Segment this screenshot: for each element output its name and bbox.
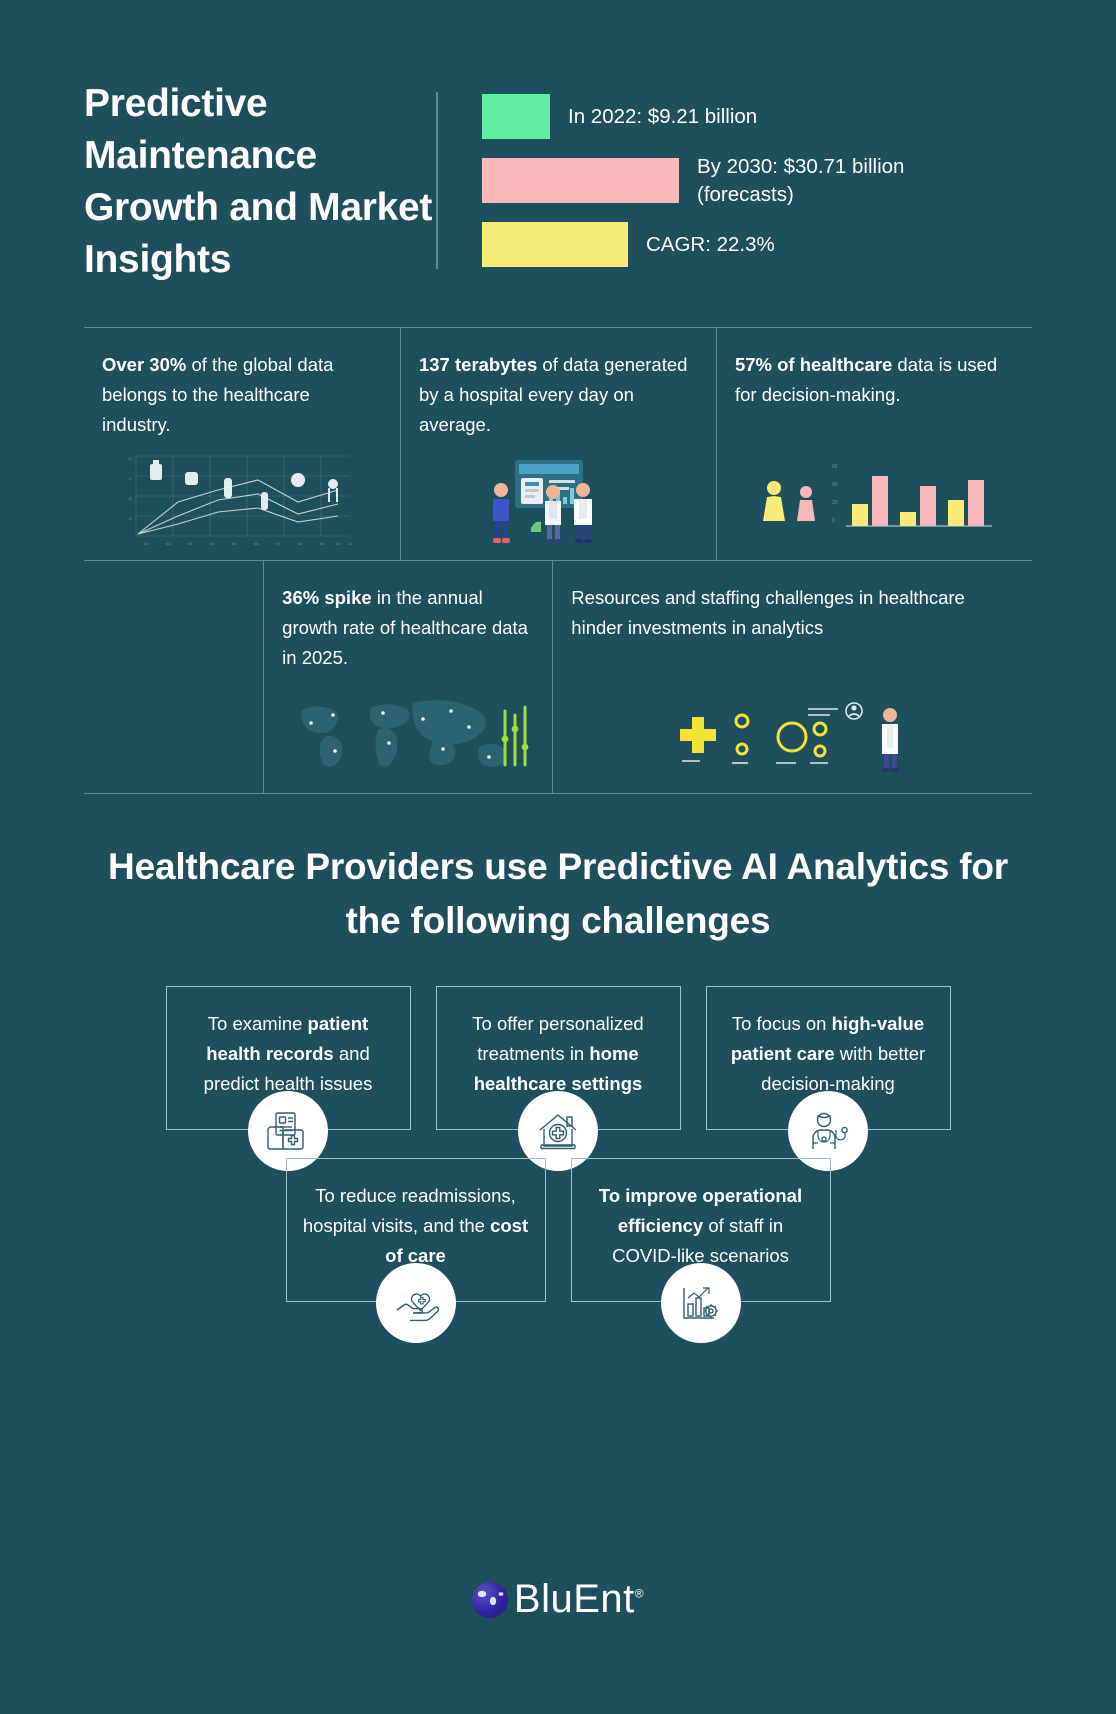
challenge-card-patient-records[interactable]: To examine patient health records and pr…	[165, 985, 411, 1171]
patient-records-icon	[248, 1090, 328, 1171]
statistics-grid: Over 30% of the global data belongs to t…	[84, 327, 1032, 795]
stat-highlight: 57% of healthcare	[734, 354, 893, 376]
card-text-bold: To improve operational efficiency	[598, 1184, 803, 1237]
svg-text:A: A	[129, 516, 132, 521]
stat-highlight: 137 terabytes	[418, 354, 538, 376]
stat-rest: Resources and staffing challenges in hea…	[571, 587, 965, 639]
svg-text:10: 10	[336, 541, 341, 546]
svg-text:11: 11	[348, 541, 353, 546]
challenge-card-operational-efficiency[interactable]: To improve operational efficiency of sta…	[570, 1157, 831, 1344]
stat-highlight: 36% spike	[282, 587, 372, 609]
card-text: To examine patient health records and pr…	[183, 1009, 394, 1099]
stat-rest: of the global data belongs to the health…	[102, 354, 334, 436]
stat-rest: of data generated by a hospital every da…	[418, 354, 688, 436]
footer-logo: BluEnt®	[0, 1577, 1116, 1622]
globe-icon	[471, 1581, 508, 1618]
card-text-part: To offer personalized treatments in	[472, 1012, 644, 1064]
svg-text:04: 04	[210, 541, 215, 546]
card-text-bold: cost of care	[385, 1215, 529, 1267]
legend-label-2022: In 2022: $9.21 billion	[568, 104, 758, 128]
legend-row: By 2030: $30.71 billion (forecasts)	[482, 153, 1116, 208]
svg-text:C: C	[129, 476, 132, 481]
card-text-bold: patient health records	[206, 1012, 369, 1064]
market-legend-chart: In 2022: $9.21 billion By 2030: $30.71 b…	[438, 78, 1116, 268]
challenge-cards-row-1: To examine patient health records and pr…	[0, 985, 1116, 1171]
card-text-part: To reduce readmissions, hospital visits,…	[302, 1184, 516, 1237]
header-divider	[436, 92, 438, 270]
stat-text: 137 terabytes of data generated by a hos…	[419, 350, 698, 440]
caring-hand-icon	[375, 1263, 456, 1344]
legend-row: In 2022: $9.21 billion	[482, 94, 1116, 139]
legend-label-cagr: CAGR: 22.3%	[646, 233, 775, 256]
page-title: Predictive Maintenance Growth and Market…	[84, 82, 433, 281]
card-text-part: To examine	[207, 1012, 308, 1034]
svg-text:D: D	[129, 456, 132, 461]
stat-rest: in the annual growth rate of healthcare …	[282, 587, 528, 669]
stat-text: 57% of healthcare data is used for decis…	[735, 350, 1014, 410]
svg-text:02: 02	[166, 541, 171, 546]
svg-text:40: 40	[832, 482, 838, 488]
stat-cell-resources-staffing: Resources and staffing challenges in hea…	[552, 561, 1032, 794]
legend-bar-2022	[482, 94, 550, 139]
svg-text:20: 20	[832, 500, 838, 506]
svg-text:60: 60	[832, 464, 838, 470]
svg-text:07: 07	[276, 541, 281, 546]
challenge-card-reduce-readmissions[interactable]: To reduce readmissions, hospital visits,…	[285, 1157, 546, 1344]
line-chart-medical-icons: D C B A 01 02 03 04 05 06 07 08 09 10 11	[102, 440, 382, 550]
doctors-dashboard-illustration	[419, 440, 698, 550]
doctor-stethoscope-icon	[788, 1090, 868, 1171]
chart-gear-icon	[660, 1263, 741, 1344]
card-text: To focus on high-value patient care with…	[723, 1009, 934, 1099]
legend-bar-cagr	[482, 222, 628, 268]
svg-text:09: 09	[320, 541, 325, 546]
card-text: To reduce readmissions, hospital visits,…	[303, 1181, 529, 1271]
svg-text:0: 0	[832, 518, 835, 524]
stat-highlight: Over 30%	[102, 354, 187, 376]
challenge-card-high-value-care[interactable]: To focus on high-value patient care with…	[705, 985, 951, 1171]
card-text-part: and predict health issues	[203, 1042, 373, 1094]
header: Predictive Maintenance Growth and Market…	[0, 0, 1116, 285]
people-bar-chart: 60 40 20 0	[735, 410, 1014, 550]
challenge-cards-row-2: To reduce readmissions, hospital visits,…	[0, 1157, 1116, 1344]
stat-spacer	[84, 561, 263, 793]
svg-text:B: B	[129, 496, 132, 501]
trademark-symbol: ®	[634, 1586, 645, 1601]
stat-rest: data is used for decision-making.	[734, 354, 998, 406]
card-text-bold: home healthcare settings	[473, 1042, 643, 1094]
stat-cell-growth-spike: 36% spike in the annual growth rate of h…	[263, 561, 552, 794]
legend-label-2030: By 2030: $30.71 billion (forecasts)	[697, 155, 905, 206]
brand-label: BluEnt	[513, 1577, 635, 1621]
stat-cell-global-data: Over 30% of the global data belongs to t…	[84, 328, 400, 560]
card-text-bold: high-value patient care	[730, 1012, 925, 1064]
stat-cell-decision-making: 57% of healthcare data is used for decis…	[715, 328, 1032, 561]
challenge-card-home-healthcare[interactable]: To offer personalized treatments in home…	[435, 985, 681, 1171]
svg-text:08: 08	[298, 541, 303, 546]
card-text-part: To focus on	[731, 1012, 832, 1034]
card-text-part: of staff in COVID-like scenarios	[612, 1215, 789, 1267]
stat-text: Resources and staffing challenges in hea…	[571, 583, 1014, 643]
home-healthcare-icon	[518, 1090, 598, 1171]
legend-bar-2030	[482, 158, 679, 204]
stat-text: 36% spike in the annual growth rate of h…	[282, 583, 534, 673]
section-heading: Healthcare Providers use Predictive AI A…	[108, 846, 1008, 941]
svg-text:03: 03	[188, 541, 193, 546]
svg-text:05: 05	[232, 541, 237, 546]
legend-row: CAGR: 22.3%	[482, 222, 1116, 268]
card-text: To offer personalized treatments in home…	[453, 1009, 664, 1099]
statistics-row-1: Over 30% of the global data belongs to t…	[84, 328, 1032, 562]
world-map-sliders	[282, 673, 534, 783]
card-text: To improve operational efficiency of sta…	[588, 1181, 814, 1271]
stat-cell-terabytes: 137 terabytes of data generated by a hos…	[399, 328, 716, 561]
svg-text:06: 06	[254, 541, 259, 546]
statistics-row-2: 36% spike in the annual growth rate of h…	[84, 561, 1032, 795]
svg-text:01: 01	[144, 541, 149, 546]
card-text-part: with better decision-making	[761, 1042, 926, 1094]
staffing-tools-illustration	[571, 643, 1014, 783]
brand-name: BluEnt®	[514, 1577, 644, 1622]
stat-text: Over 30% of the global data belongs to t…	[102, 350, 382, 440]
